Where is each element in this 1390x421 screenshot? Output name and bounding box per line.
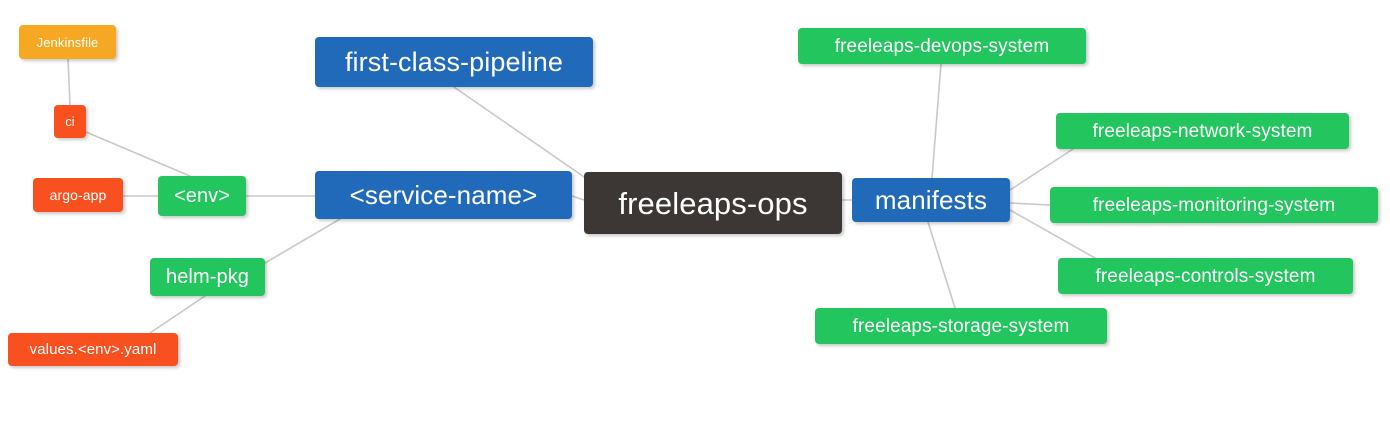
edge-service-name-to-helm-pkg [264, 218, 341, 264]
node-label-helm-pkg: helm-pkg [165, 266, 250, 288]
node-label-argo-app: argo-app [49, 187, 107, 203]
node-first-class-pipeline[interactable]: first-class-pipeline [315, 37, 593, 87]
node-label-manifests: manifests [874, 185, 988, 215]
node-manifests[interactable]: manifests [852, 178, 1010, 222]
node-argo-app[interactable]: argo-app [33, 178, 123, 212]
node-freeleaps-monitoring-system[interactable]: freeleaps-monitoring-system [1050, 187, 1378, 223]
edge-manifests-to-freeleaps-network-system [1009, 148, 1074, 191]
node-ci[interactable]: ci [54, 105, 86, 138]
node-freeleaps-devops-system[interactable]: freeleaps-devops-system [798, 28, 1086, 64]
node-label-service-name: <service-name> [349, 180, 538, 210]
node-label-jenkinsfile: Jenkinsfile [36, 34, 99, 50]
node-label-freeleaps-monitoring-system: freeleaps-monitoring-system [1092, 194, 1336, 216]
edge-manifests-to-freeleaps-storage-system [927, 221, 956, 309]
node-label-freeleaps-controls-system: freeleaps-controls-system [1095, 265, 1316, 287]
edge-manifests-to-freeleaps-monitoring-system [1009, 202, 1051, 206]
edge-manifests-to-freeleaps-devops-system [931, 63, 942, 179]
node-label-freeleaps-network-system: freeleaps-network-system [1092, 120, 1313, 142]
node-label-freeleaps-ops: freeleaps-ops [618, 185, 808, 221]
node-values-yaml[interactable]: values.<env>.yaml [8, 333, 178, 366]
node-service-name[interactable]: <service-name> [315, 171, 572, 219]
node-env[interactable]: <env> [158, 176, 246, 216]
node-label-values-yaml: values.<env>.yaml [29, 341, 157, 358]
node-freeleaps-ops[interactable]: freeleaps-ops [584, 172, 842, 234]
node-freeleaps-network-system[interactable]: freeleaps-network-system [1056, 113, 1349, 149]
node-label-ci: ci [65, 114, 75, 129]
edge-freeleaps-ops-to-first-class-pipeline [453, 86, 588, 180]
node-label-env: <env> [173, 185, 231, 207]
node-helm-pkg[interactable]: helm-pkg [150, 258, 265, 296]
edge-env-to-ci [85, 131, 191, 177]
node-label-first-class-pipeline: first-class-pipeline [344, 46, 564, 77]
node-jenkinsfile[interactable]: Jenkinsfile [19, 25, 116, 59]
node-freeleaps-storage-system[interactable]: freeleaps-storage-system [815, 308, 1107, 344]
node-freeleaps-controls-system[interactable]: freeleaps-controls-system [1058, 258, 1353, 294]
edge-ci-to-jenkinsfile [67, 58, 71, 106]
node-label-freeleaps-storage-system: freeleaps-storage-system [852, 315, 1070, 337]
node-label-freeleaps-devops-system: freeleaps-devops-system [834, 35, 1050, 57]
edge-helm-pkg-to-values-yaml [149, 295, 206, 334]
edge-freeleaps-ops-to-service-name [571, 195, 585, 201]
